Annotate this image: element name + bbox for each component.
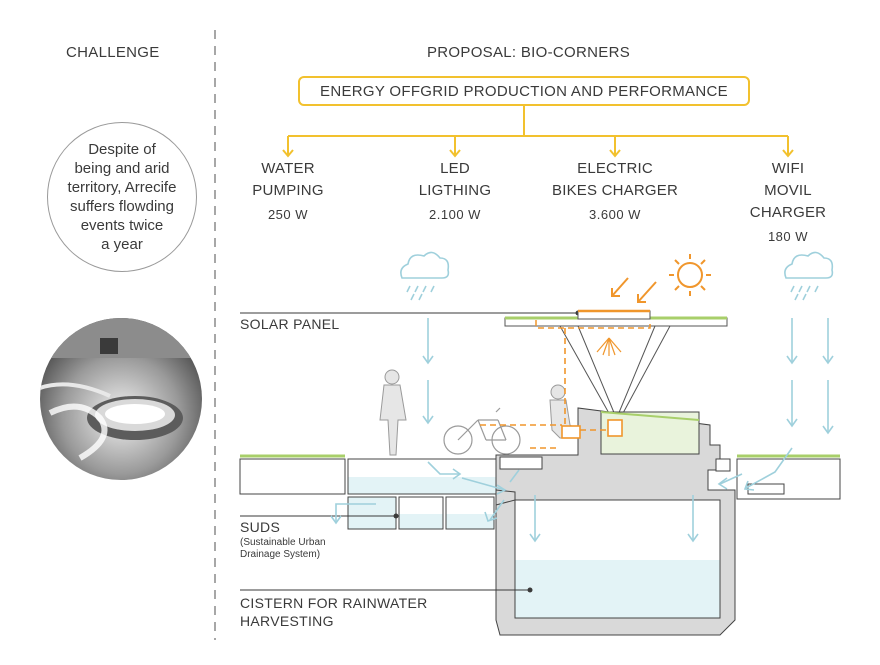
challenge-circle: Despite of being and arid territory, Arr… (47, 122, 197, 272)
bicycle-icon (443, 407, 521, 455)
item-label: PUMPING (252, 182, 324, 199)
solar-canopy (240, 309, 728, 416)
item-led-lighting: LED LIGTHING 2.100 W (405, 158, 505, 226)
item-watt: 180 W (767, 229, 809, 244)
challenge-text: Despite of being and arid territory, Arr… (68, 140, 177, 254)
rain-arrows (422, 318, 834, 435)
item-wifi-charger: WIFI MOVIL CHARGER 180 W (725, 158, 851, 248)
suds-sub-line: Drainage System) (240, 549, 321, 560)
central-structure (495, 407, 736, 636)
item-label: LED (440, 160, 470, 177)
item-watt: 2.100 W (429, 207, 481, 222)
item-label: ELECTRIC (577, 160, 653, 177)
challenge-line: Despite of (88, 141, 156, 158)
sun-icon (611, 254, 711, 303)
challenge-line: events twice (80, 217, 164, 234)
item-label: LIGTHING (418, 182, 492, 199)
water-flow-arrows (330, 447, 793, 543)
rain-cloud-icon (400, 251, 450, 301)
energy-box: ENERGY OFFGRID PRODUCTION AND PERFORMANC… (298, 76, 750, 106)
item-electric-bikes: ELECTRIC BIKES CHARGER 3.600 W (550, 158, 680, 226)
battery-icon (607, 419, 623, 437)
item-label: BIKES CHARGER (552, 182, 678, 199)
proposal-heading: PROPOSAL: BIO-CORNERS (427, 44, 631, 61)
challenge-line: a year (101, 236, 143, 253)
challenge-line: being and arid (74, 160, 170, 177)
battery-icon (561, 425, 581, 439)
challenge-line: territory, Arrecife (67, 179, 177, 196)
challenge-line: suffers flowding (70, 198, 174, 215)
flood-photo (40, 318, 202, 480)
item-label: WIFI (771, 160, 805, 177)
suds-sub-label: (Sustainable Urban Drainage System) (240, 537, 326, 561)
suds-label: SUDS (240, 519, 281, 535)
power-lines (480, 328, 608, 449)
person-standing-icon (379, 369, 407, 456)
item-watt: 250 W (267, 207, 309, 222)
energy-tree (282, 106, 794, 158)
sidewalk-left (239, 454, 497, 530)
item-watt: 3.600 W (589, 207, 641, 222)
item-label: WATER (261, 160, 315, 177)
cistern-line: HARVESTING (240, 613, 334, 629)
challenge-heading: CHALLENGE (66, 44, 160, 61)
cistern-line: CISTERN FOR RAINWATER (240, 595, 428, 611)
item-water-pumping: WATER PUMPING 250 W (238, 158, 338, 226)
suds-sub-line: (Sustainable Urban (240, 537, 326, 548)
solar-panel-label: SOLAR PANEL (240, 316, 340, 332)
sidewalk-right (736, 454, 841, 500)
rain-cloud-icon (784, 251, 834, 301)
item-label: MOVIL CHARGER (749, 182, 827, 221)
cistern-label: CISTERN FOR RAINWATER HARVESTING (240, 594, 428, 630)
